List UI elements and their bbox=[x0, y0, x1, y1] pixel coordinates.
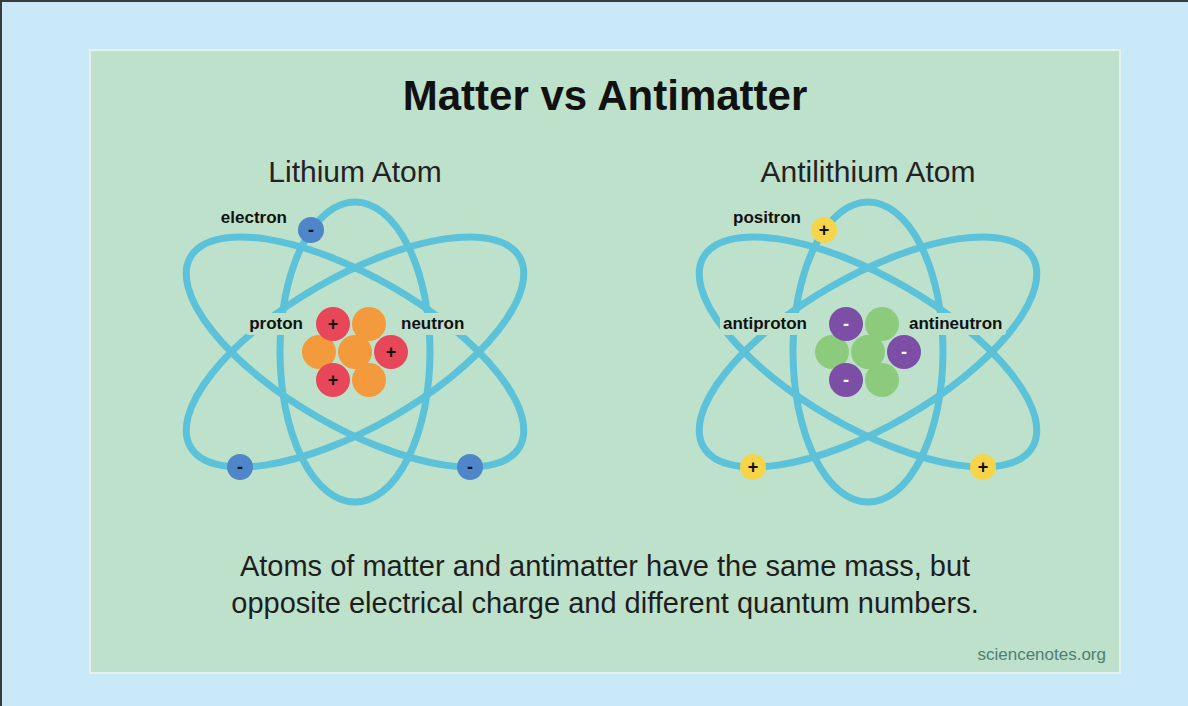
proton-particle: + bbox=[316, 307, 350, 341]
particle-label: electron bbox=[218, 207, 290, 229]
frame-line bbox=[0, 0, 2, 706]
charge-sign: - bbox=[843, 315, 849, 333]
particle-label: proton bbox=[246, 313, 306, 335]
antiproton-particle: - bbox=[829, 363, 863, 397]
particle-label: neutron bbox=[398, 313, 467, 335]
positron-particle: + bbox=[811, 217, 837, 243]
charge-sign: + bbox=[748, 458, 759, 476]
neutron-particle bbox=[352, 363, 386, 397]
antiproton-particle: - bbox=[829, 307, 863, 341]
atom-heading: Antilithium Atom bbox=[760, 155, 975, 190]
proton-particle: + bbox=[374, 335, 408, 369]
positron-particle: + bbox=[970, 454, 996, 480]
orbit bbox=[666, 192, 1070, 512]
charge-sign: - bbox=[901, 343, 907, 361]
charge-sign: + bbox=[386, 343, 397, 361]
panel bbox=[90, 50, 1120, 673]
title: Matter vs Antimatter bbox=[90, 72, 1120, 120]
charge-sign: - bbox=[843, 371, 849, 389]
charge-sign: + bbox=[819, 221, 830, 239]
orbit bbox=[793, 202, 943, 502]
particle-label: antineutron bbox=[906, 313, 1006, 335]
orbit bbox=[153, 192, 557, 512]
orbit bbox=[280, 202, 430, 502]
electron-particle: - bbox=[457, 454, 483, 480]
particle-label: antiproton bbox=[720, 313, 810, 335]
orbits bbox=[666, 192, 1070, 512]
atom-heading: Lithium Atom bbox=[268, 155, 441, 190]
caption: Atoms of matter and antimatter have the … bbox=[220, 548, 990, 622]
charge-sign: - bbox=[308, 221, 314, 239]
electron-particle: - bbox=[298, 217, 324, 243]
antiproton-particle: - bbox=[887, 335, 921, 369]
orbit bbox=[666, 192, 1070, 512]
charge-sign: + bbox=[978, 458, 989, 476]
charge-sign: + bbox=[328, 371, 339, 389]
charge-sign: - bbox=[237, 458, 243, 476]
particle-label: positron bbox=[730, 207, 804, 229]
caption-area: Atoms of matter and antimatter have the … bbox=[90, 548, 1120, 622]
charge-sign: - bbox=[467, 458, 473, 476]
frame-line bbox=[0, 0, 1188, 2]
orbit bbox=[153, 192, 557, 512]
positron-particle: + bbox=[740, 454, 766, 480]
proton-particle: + bbox=[316, 363, 350, 397]
watermark: sciencenotes.org bbox=[977, 645, 1106, 665]
antineutron-particle bbox=[865, 363, 899, 397]
charge-sign: + bbox=[328, 315, 339, 333]
electron-particle: - bbox=[227, 454, 253, 480]
orbits bbox=[153, 192, 557, 512]
